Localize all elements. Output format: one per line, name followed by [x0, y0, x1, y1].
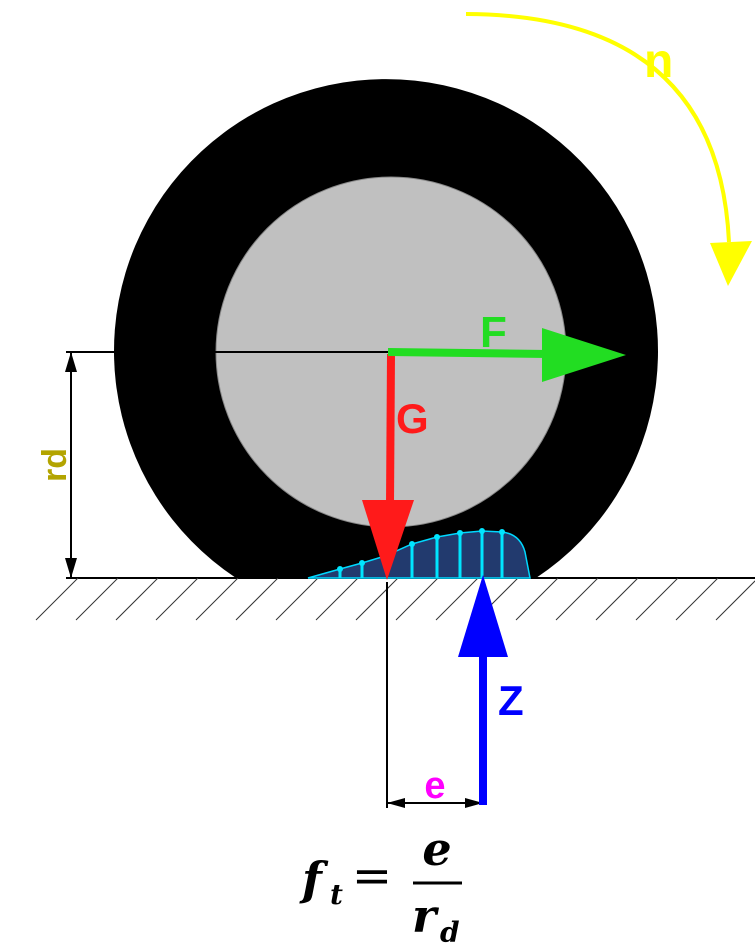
formula-lhs-subscript: t: [330, 878, 343, 911]
force-g-label: G: [396, 395, 429, 442]
radius-label: rd: [36, 448, 74, 482]
rotation-label: n: [644, 35, 673, 88]
radius-dimension: rd: [36, 352, 77, 578]
offset-label: e: [424, 765, 445, 807]
formula-denominator-subscript: d: [440, 916, 460, 945]
formula-lhs: f: [299, 852, 329, 906]
formula-denominator: r: [412, 889, 440, 943]
formula-numerator: e: [422, 822, 451, 876]
offset-dimension: e: [386, 582, 483, 808]
force-g-arrow: G: [362, 353, 429, 580]
force-z-label: Z: [498, 677, 524, 724]
wheel: [114, 79, 659, 579]
formula-equals: =: [352, 848, 392, 904]
rotation-arrow: n: [465, 12, 752, 286]
pressure-distribution: [307, 528, 531, 579]
force-f-arrow: F: [387, 308, 626, 382]
formula: f t = e r d: [299, 822, 462, 945]
force-f-label: F: [480, 308, 507, 357]
ground: [35, 577, 755, 621]
ground-hatching: [35, 578, 755, 621]
force-z-arrow: Z: [458, 575, 524, 805]
